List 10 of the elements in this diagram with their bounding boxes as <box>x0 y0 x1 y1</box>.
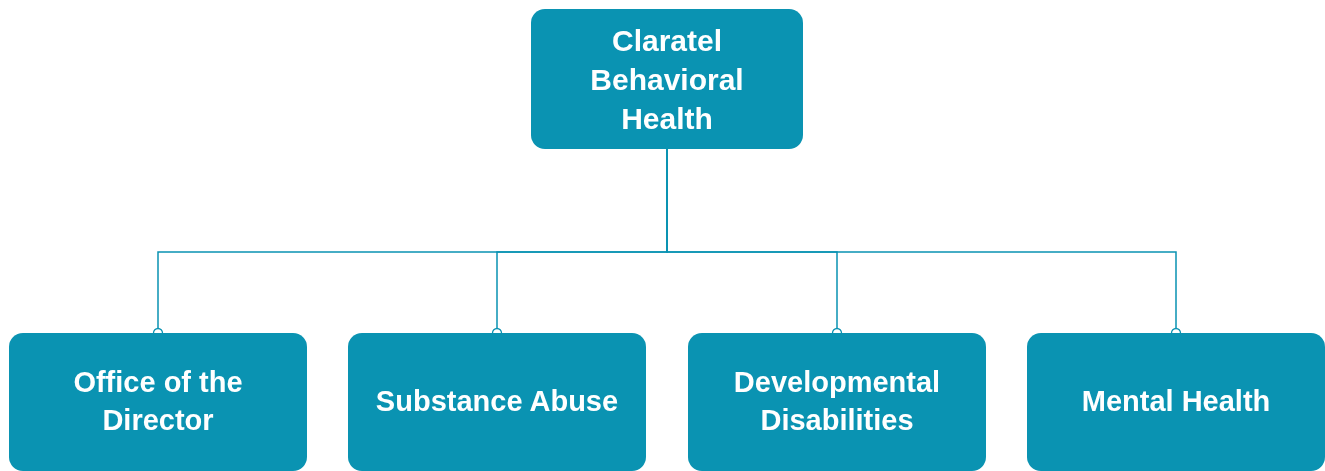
org-box <box>348 333 646 471</box>
org-box <box>9 333 307 471</box>
org-box <box>531 9 803 149</box>
org-unit-name: Mental Health <box>1081 384 1271 420</box>
org-box <box>1027 333 1325 471</box>
org-unit-name: Office of the Director <box>72 365 244 438</box>
org-unit-name: Developmental Disabilities <box>732 365 942 438</box>
org-box <box>688 333 986 471</box>
org-unit-name: Substance Abuse <box>375 384 619 420</box>
org-unit-name: Claratel Behavioral Health <box>589 22 745 137</box>
